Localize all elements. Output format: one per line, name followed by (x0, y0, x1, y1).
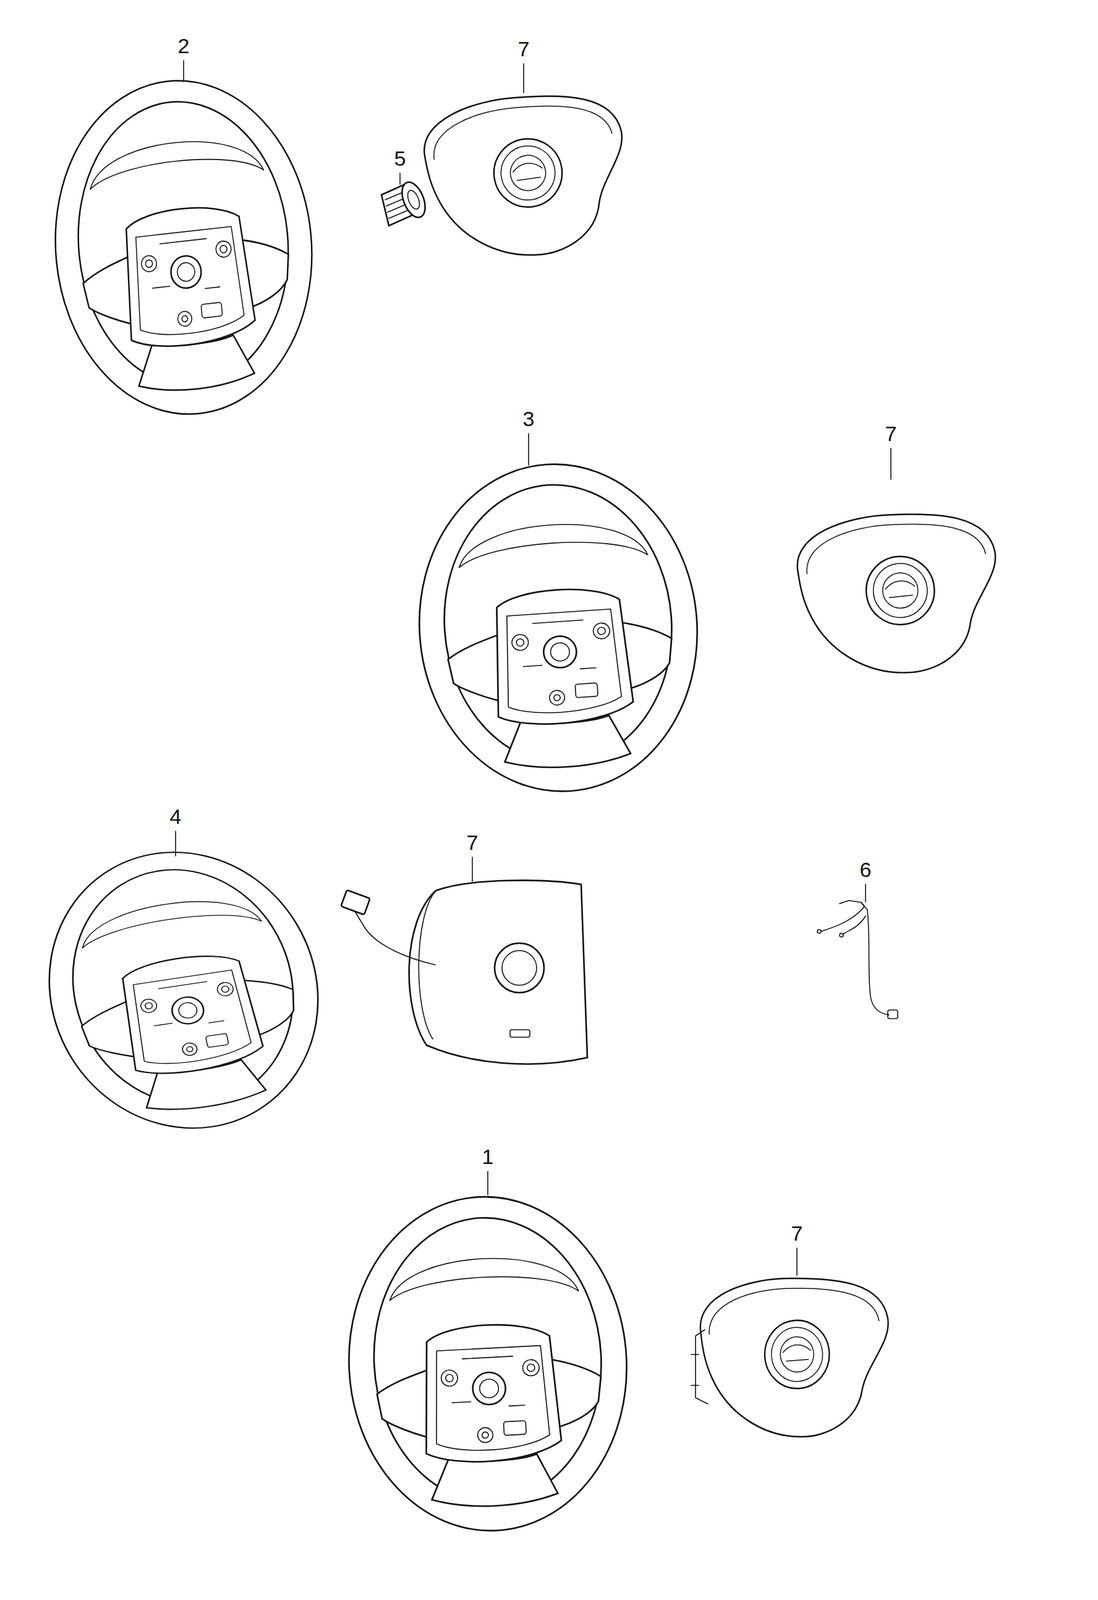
callout-number: 5 (392, 147, 409, 170)
callout-number: 7 (883, 422, 899, 445)
callout-number: 3 (521, 407, 537, 430)
callout-number: 1 (480, 1144, 496, 1168)
callout-number: 2 (176, 34, 192, 57)
callout-number: 4 (168, 804, 184, 828)
callout-number: 7 (464, 830, 481, 854)
airbag-unit (340, 879, 588, 1064)
wiring-harness (817, 900, 898, 1019)
callout-number: 7 (516, 37, 532, 60)
leader-lines (175, 60, 891, 1275)
callout-number: 7 (789, 1221, 805, 1244)
callout-number: 6 (858, 858, 874, 881)
bolt (381, 178, 430, 226)
bag-bracket (691, 1329, 708, 1404)
